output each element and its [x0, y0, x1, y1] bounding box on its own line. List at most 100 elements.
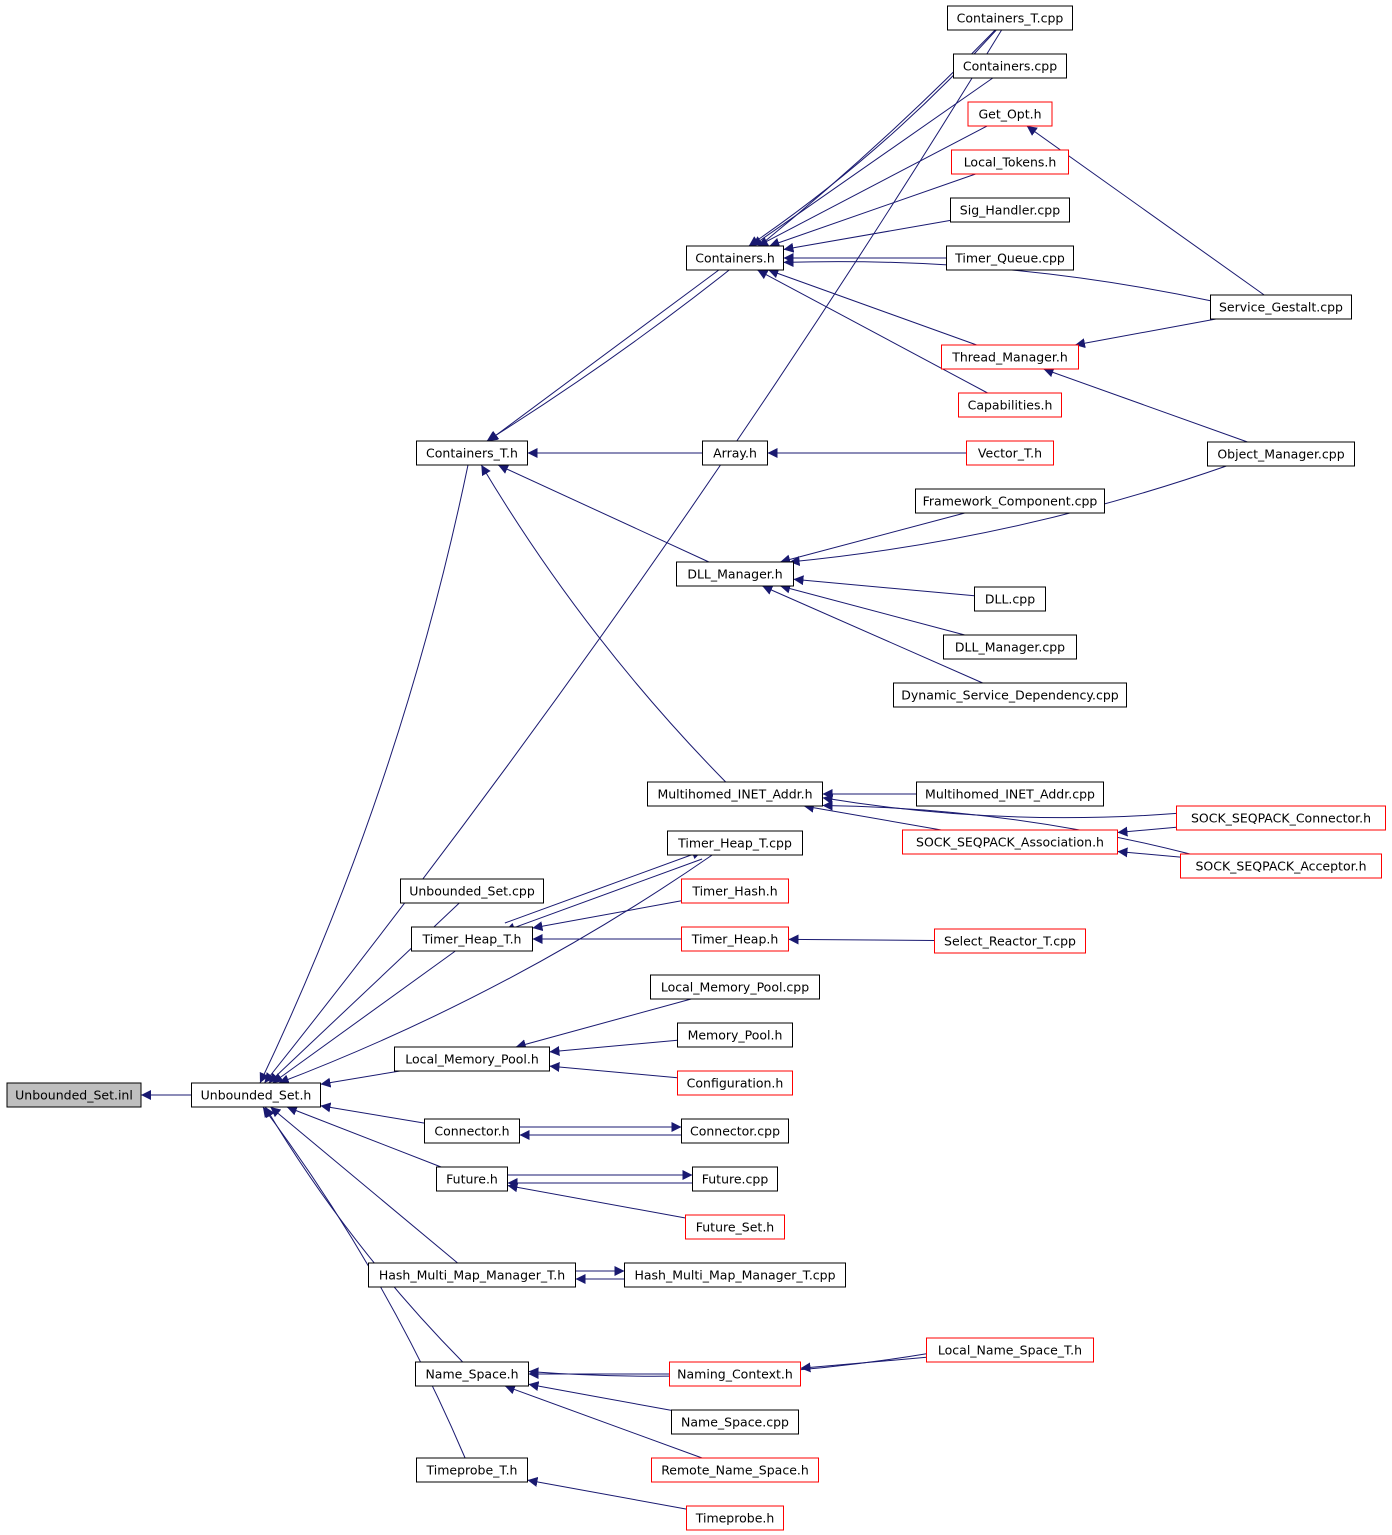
node-timeprobe-t-h[interactable]: Timeprobe_T.h	[416, 1457, 528, 1483]
node-local-memory-pool-cpp[interactable]: Local_Memory_Pool.cpp	[650, 974, 820, 1000]
edge-name_space_h-to-unbounded_set_h	[264, 1106, 464, 1363]
node-box	[946, 245, 1074, 271]
node-containers-cpp[interactable]: Containers.cpp	[953, 53, 1067, 79]
edge-containers_cpp-to-containers_h	[751, 77, 994, 247]
node-timeprobe-h[interactable]: Timeprobe.h	[686, 1505, 784, 1531]
node-thread-manager-h[interactable]: Thread_Manager.h	[941, 344, 1079, 370]
node-local-tokens-h[interactable]: Local_Tokens.h	[951, 149, 1069, 175]
node-box	[647, 781, 823, 807]
node-unbounded-set-cpp[interactable]: Unbounded_Set.cpp	[400, 878, 544, 904]
node-sock-seqpack-acceptor-h[interactable]: SOCK_SEQPACK_Acceptor.h	[1180, 853, 1382, 879]
node-label: Capabilities.h	[968, 398, 1053, 413]
node-box	[686, 245, 784, 271]
node-dll-manager-h[interactable]: DLL_Manager.h	[676, 561, 794, 587]
node-future-set-h[interactable]: Future_Set.h	[685, 1214, 785, 1240]
node-service-gestalt-cpp[interactable]: Service_Gestalt.cpp	[1210, 294, 1352, 320]
edge-timer_heap_t_cpp-to-timer_heap_t_h	[504, 858, 703, 933]
edge-containers_h-to-containers_t_h	[487, 269, 720, 442]
node-hash-multi-map-manager-t-h[interactable]: Hash_Multi_Map_Manager_T.h	[368, 1262, 576, 1288]
node-timer-heap-t-cpp[interactable]: Timer_Heap_T.cpp	[667, 830, 803, 856]
node-label: Local_Memory_Pool.h	[405, 1052, 539, 1067]
node-framework-component-cpp[interactable]: Framework_Component.cpp	[915, 488, 1105, 514]
node-name-space-h[interactable]: Name_Space.h	[415, 1361, 529, 1387]
node-label: Connector.cpp	[690, 1124, 780, 1139]
node-vector-t-h[interactable]: Vector_T.h	[966, 440, 1054, 466]
node-box	[436, 1166, 508, 1192]
edge-sig_handler_cpp-to-containers_h	[783, 219, 951, 253]
node-multihomed-inet-addr-h[interactable]: Multihomed_INET_Addr.h	[647, 781, 823, 807]
node-box	[669, 1361, 801, 1387]
node-box	[671, 1409, 799, 1435]
node-box	[416, 1457, 528, 1483]
node-capabilities-h[interactable]: Capabilities.h	[958, 392, 1062, 418]
node-local-memory-pool-h[interactable]: Local_Memory_Pool.h	[394, 1046, 550, 1072]
node-unbounded-set-h[interactable]: Unbounded_Set.h	[191, 1082, 321, 1108]
node-label: DLL_Manager.h	[687, 567, 782, 582]
node-dll-cpp[interactable]: DLL.cpp	[974, 586, 1046, 612]
node-box	[958, 392, 1062, 418]
node-box	[394, 1046, 550, 1072]
edge-memory_pool_h-to-local_memory_pool_h	[549, 1039, 678, 1056]
node-hash-multi-map-manager-t-cpp[interactable]: Hash_Multi_Map_Manager_T.cpp	[624, 1262, 846, 1288]
node-future-cpp[interactable]: Future.cpp	[692, 1166, 778, 1192]
node-future-h[interactable]: Future.h	[436, 1166, 508, 1192]
node-label: Unbounded_Set.inl	[15, 1088, 133, 1103]
edge-dll_cpp-to-dll_manager_h	[793, 575, 975, 597]
edge-timeprobe_h-to-timeprobe_t_h	[527, 1476, 687, 1510]
node-layer: Unbounded_Set.inl Unbounded_Set.h Containe…	[6, 5, 1386, 1531]
edge-sock_seqpack_connector_h-to-sock_seqpack_association_h	[1117, 826, 1177, 837]
node-remote-name-space-h[interactable]: Remote_Name_Space.h	[651, 1457, 819, 1483]
node-select-reactor-t-cpp[interactable]: Select_Reactor_T.cpp	[934, 928, 1086, 954]
node-object-manager-cpp[interactable]: Object_Manager.cpp	[1207, 441, 1355, 467]
edge-dynamic_service_dependency_cpp-to-dll_manager_h	[762, 585, 983, 684]
node-timer-queue-cpp[interactable]: Timer_Queue.cpp	[946, 245, 1074, 271]
node-box	[191, 1082, 321, 1108]
node-connector-h[interactable]: Connector.h	[424, 1118, 520, 1144]
node-label: Select_Reactor_T.cpp	[944, 934, 1076, 949]
node-containers-t-h[interactable]: Containers_T.h	[416, 440, 528, 466]
edge-sock_seqpack_connector_h-to-multihomed_inet_addr_h	[822, 794, 1177, 819]
node-label: Timer_Heap_T.cpp	[677, 836, 792, 851]
node-name-space-cpp[interactable]: Name_Space.cpp	[671, 1409, 799, 1435]
node-sig-handler-cpp[interactable]: Sig_Handler.cpp	[950, 197, 1070, 223]
node-box	[624, 1262, 846, 1288]
edge-service_gestalt_cpp-to-get_opt_h	[1026, 125, 1265, 296]
node-box	[953, 53, 1067, 79]
node-containers-h[interactable]: Containers.h	[686, 245, 784, 271]
node-connector-cpp[interactable]: Connector.cpp	[681, 1118, 789, 1144]
node-box	[677, 1070, 793, 1096]
node-sock-seqpack-connector-h[interactable]: SOCK_SEQPACK_Connector.h	[1176, 805, 1386, 831]
edge-local_tokens_h-to-containers_h	[769, 173, 976, 248]
edge-local_memory_pool_h-to-unbounded_set_h	[320, 1070, 401, 1088]
node-get-opt-h[interactable]: Get_Opt.h	[967, 101, 1053, 127]
node-box	[681, 878, 789, 904]
node-label: Timeprobe.h	[695, 1511, 775, 1526]
node-label: Future_Set.h	[696, 1220, 774, 1235]
node-box	[974, 586, 1046, 612]
node-box	[967, 101, 1053, 127]
node-naming-context-h[interactable]: Naming_Context.h	[669, 1361, 801, 1387]
node-containers-t-cpp[interactable]: Containers_T.cpp	[947, 5, 1073, 31]
edge-future_set_h-to-future_h	[507, 1182, 686, 1219]
node-box	[651, 1457, 819, 1483]
node-unbounded-set-inl: Unbounded_Set.inl	[6, 1082, 142, 1108]
node-configuration-h[interactable]: Configuration.h	[677, 1070, 793, 1096]
node-sock-seqpack-association-h[interactable]: SOCK_SEQPACK_Association.h	[902, 829, 1118, 855]
node-label: Get_Opt.h	[978, 107, 1041, 122]
node-dll-manager-cpp[interactable]: DLL_Manager.cpp	[943, 634, 1077, 660]
node-label: Hash_Multi_Map_Manager_T.cpp	[634, 1268, 835, 1283]
edge-local_memory_pool_cpp-to-local_memory_pool_h	[515, 998, 692, 1050]
node-label: Local_Memory_Pool.cpp	[661, 980, 809, 995]
node-label: Service_Gestalt.cpp	[1219, 300, 1343, 315]
node-array-h[interactable]: Array.h	[702, 440, 768, 466]
node-dynamic-service-dependency-cpp[interactable]: Dynamic_Service_Dependency.cpp	[893, 682, 1127, 708]
edge-service_gestalt_cpp-to-thread_manager_h	[1074, 318, 1217, 349]
node-timer-heap-h[interactable]: Timer_Heap.h	[681, 926, 789, 952]
node-label: Containers.cpp	[963, 59, 1057, 74]
node-timer-hash-h[interactable]: Timer_Hash.h	[681, 878, 789, 904]
node-local-name-space-t-h[interactable]: Local_Name_Space_T.h	[926, 1337, 1094, 1363]
node-multihomed-inet-addr-cpp[interactable]: Multihomed_INET_Addr.cpp	[916, 781, 1104, 807]
edge-multihomed_inet_addr_h-to-containers_t_h	[480, 464, 727, 783]
node-timer-heap-t-h[interactable]: Timer_Heap_T.h	[411, 926, 533, 952]
node-memory-pool-h[interactable]: Memory_Pool.h	[677, 1022, 793, 1048]
